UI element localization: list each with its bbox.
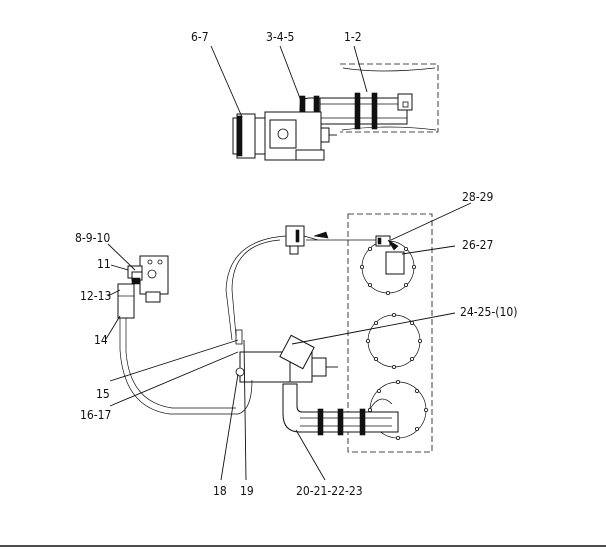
label-24-25-10: 24-25-(10) <box>460 305 517 319</box>
label-1-2: 1-2 <box>344 30 362 44</box>
upper-assembly <box>232 63 439 161</box>
label-20-21-22-23: 20-21-22-23 <box>296 484 363 498</box>
label-19: 19 <box>240 484 254 498</box>
label-3-4-5: 3-4-5 <box>266 30 294 44</box>
label-8-9-10: 8-9-10 <box>75 231 110 245</box>
label-28-29: 28-29 <box>462 190 493 204</box>
label-26-27: 26-27 <box>462 238 493 252</box>
label-6-7: 6-7 <box>191 30 209 44</box>
label-18: 18 <box>213 484 227 498</box>
label-14: 14 <box>94 333 108 347</box>
lower-assembly <box>117 213 433 453</box>
label-11: 11 <box>97 257 111 271</box>
label-12-13: 12-13 <box>80 289 111 303</box>
label-16-17: 16-17 <box>80 408 111 422</box>
label-15: 15 <box>96 387 110 401</box>
